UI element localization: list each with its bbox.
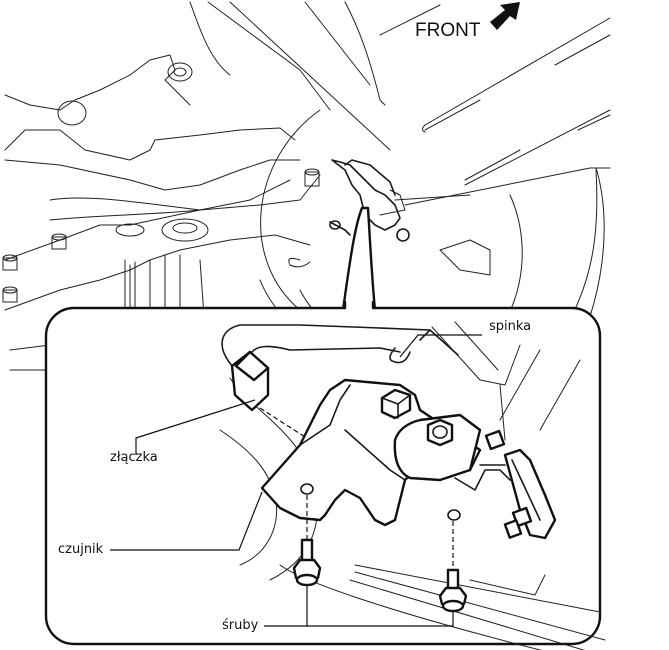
front-direction-label: FRONT [415,20,481,41]
leader-line-bolts [264,585,454,627]
leader-line-clip [399,334,482,358]
detail-callout-tail [341,206,377,312]
leader-line-connector [135,399,256,455]
height-sensor [260,378,557,540]
label-connector: złączka [110,450,158,465]
nut-icon [304,168,320,187]
nut-icon [51,233,67,250]
bolt-left [292,538,322,587]
arrow-up-right-icon [490,2,520,30]
connector [230,350,270,412]
nut-icon [2,254,18,271]
leader-line-sensor [110,491,263,551]
label-sensor: czujnik [58,542,104,557]
bolt-right [438,568,468,613]
detail-inset [44,300,606,650]
bolt-hole [447,509,461,521]
nut-icon [2,286,18,303]
bolt-hole [300,483,314,495]
label-bolts: śruby [222,618,259,633]
label-clip: spinka [489,319,532,334]
sensor-overview [329,159,410,242]
